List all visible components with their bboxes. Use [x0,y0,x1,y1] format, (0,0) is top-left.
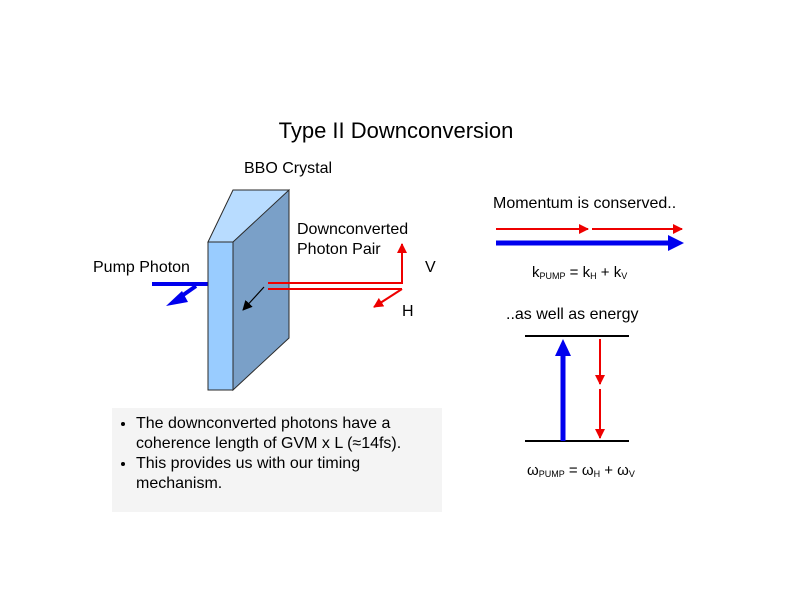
w-h: ω [581,462,594,479]
k-v-sub: V [621,271,628,281]
w-v-sub: V [628,469,635,479]
energy-text: ..as well as energy [506,306,639,323]
bullet-box: The downconverted photons have a coheren… [112,408,442,512]
pump-reflect-arrowhead [166,291,188,306]
k-pump: k [532,264,540,281]
momentum-equation: kPUMP = kH + kV [532,264,627,281]
w-v: ω [617,462,629,479]
w-h-sub: H [593,469,601,479]
v-label: V [425,259,436,276]
momentum-text: Momentum is conserved.. [493,195,677,212]
w-pump: ω [527,462,539,479]
k-v: k [613,264,622,281]
k-h-sub: H [590,271,597,281]
bullet-item: This provides us with our timing mechani… [136,454,442,494]
w-plus-sign: + [600,462,618,479]
energy-pump-arrowhead [555,339,571,356]
photon-pair-label: Downconverted Photon Pair [297,220,408,260]
k-pump-sub: PUMP [539,271,566,281]
pump-photon-label: Pump Photon [93,259,190,276]
w-eq-sign: = [564,462,582,479]
crystal-axis-arrow [242,286,265,311]
energy-equation: ωPUMP = ωH + ωV [527,462,635,479]
h-label: H [402,303,414,320]
bullet-item: The downconverted photons have a coheren… [136,414,442,454]
h-polarization-arrow [373,288,403,308]
w-pump-sub: PUMP [538,469,565,479]
crystal-label: BBO Crystal [244,160,333,177]
k-h: k [582,264,591,281]
bullet-list: The downconverted photons have a coheren… [112,414,442,494]
k-plus-sign: + [596,264,614,281]
photon-pair-label-line1: Downconverted [297,221,409,238]
momentum-blue-arrowhead [668,235,684,251]
crystal-front-face [207,241,234,391]
photon-pair-label-line2: Photon Pair [297,241,381,258]
slide-title: Type II Downconversion [278,118,514,143]
k-eq-sign: = [565,264,583,281]
